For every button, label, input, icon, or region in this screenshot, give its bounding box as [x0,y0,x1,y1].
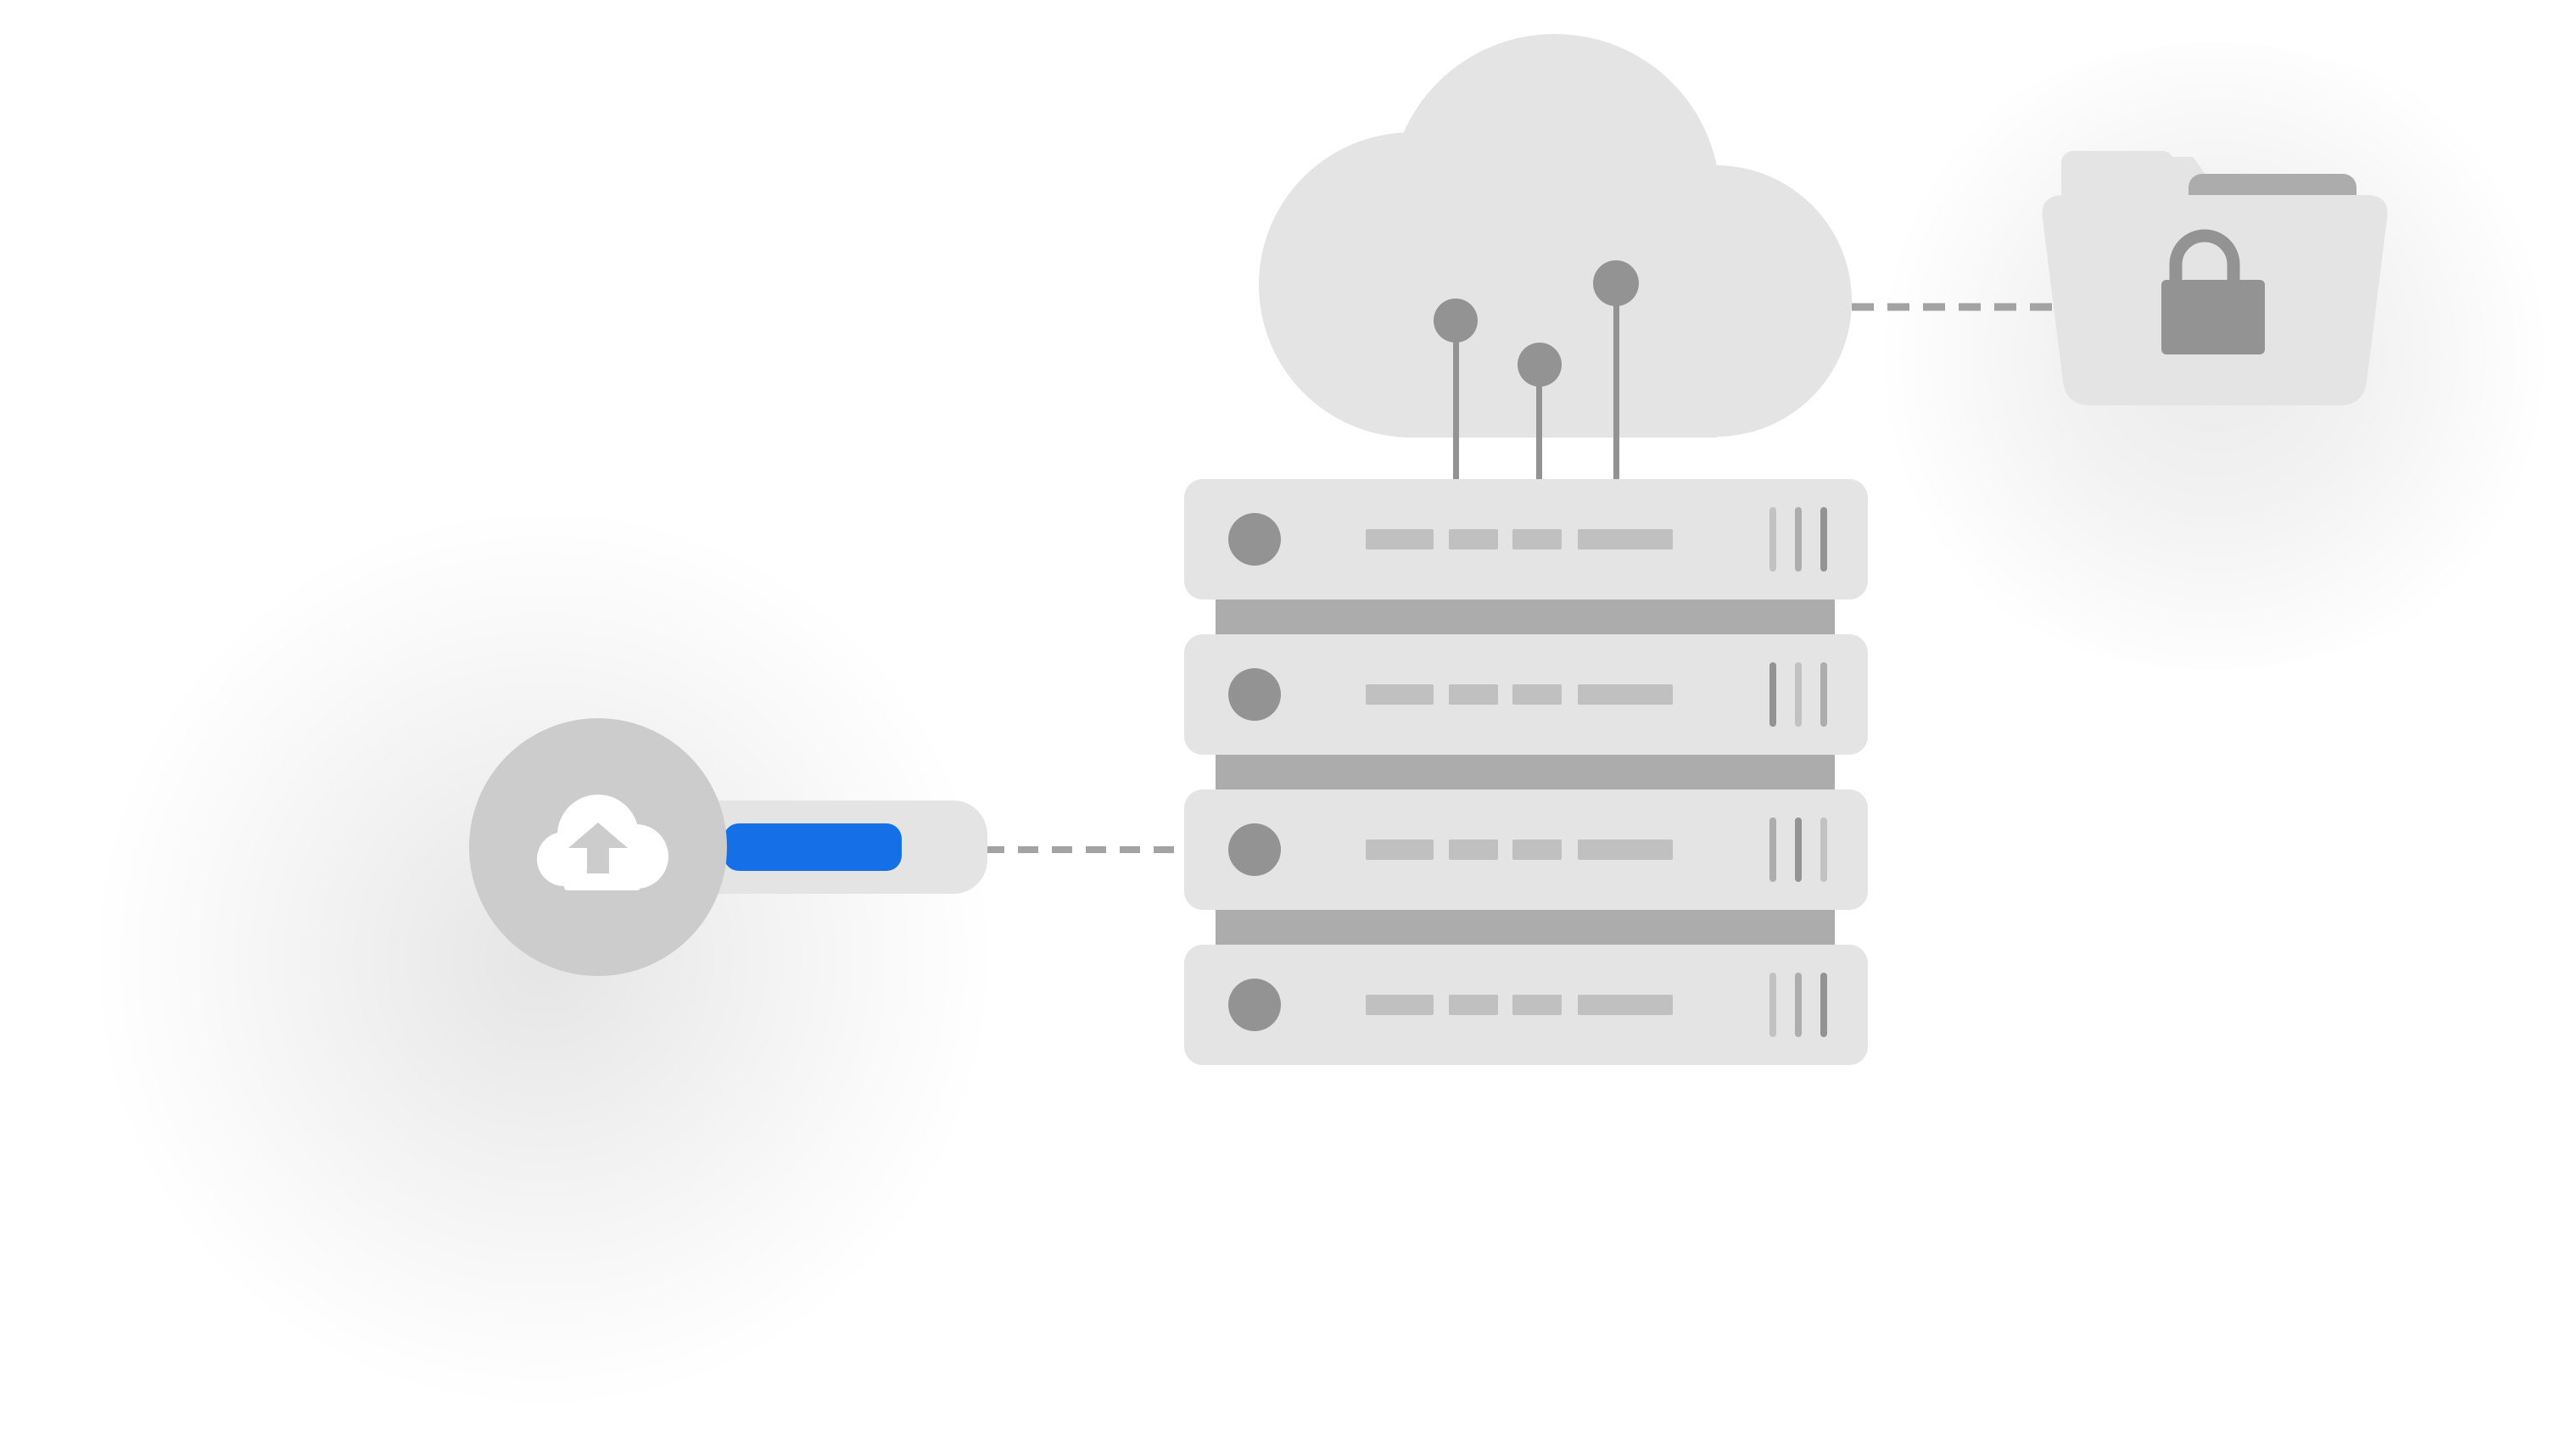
server-unit [1184,634,1868,755]
server-unit [1184,789,1868,910]
rack-divider [1216,594,1835,634]
progress-fill [724,823,902,871]
lock-icon [2161,229,2265,354]
server-unit [1184,945,1868,1065]
upload-arrow-icon [568,823,628,873]
antenna-2 [1518,343,1562,482]
rack-divider [1216,904,1835,945]
status-light [1228,823,1281,876]
cloud-icon [1259,34,1852,438]
folder-lock-icon [2042,151,2388,405]
status-light [1228,513,1281,566]
antenna-group [1434,260,1639,482]
rack-divider [1216,749,1835,789]
server-rack-icon [1184,479,1868,1065]
status-light [1228,668,1281,721]
server-unit [1184,479,1868,600]
upload-progress-bar [662,801,987,894]
antenna-3 [1593,260,1639,482]
antenna-1 [1434,298,1478,482]
status-light [1228,979,1281,1031]
cloud-upload-icon [469,718,727,976]
